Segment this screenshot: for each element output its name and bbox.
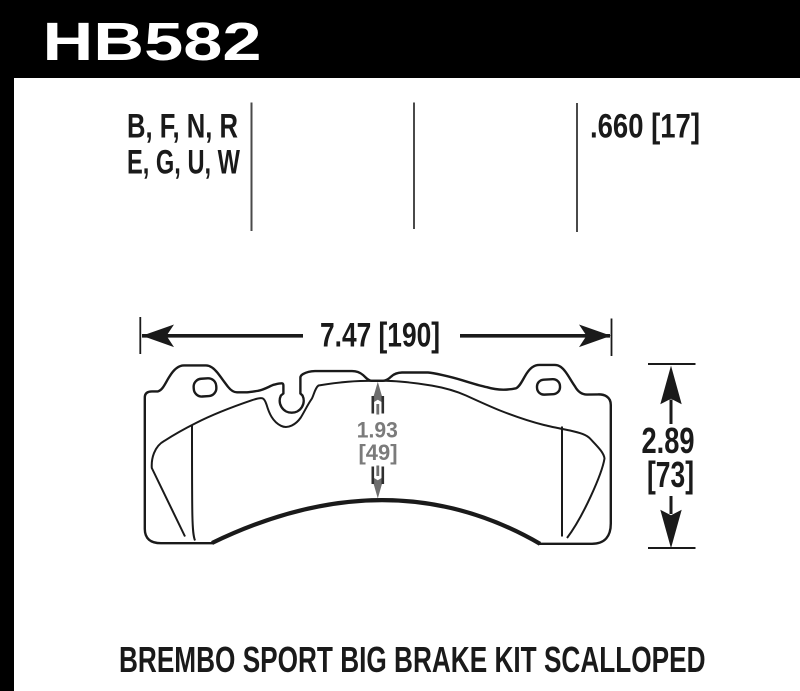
svg-text:2.89: 2.89 <box>642 420 695 461</box>
svg-text:7.47 [190]: 7.47 [190] <box>320 316 440 354</box>
svg-text:E, G, U, W: E, G, U, W <box>127 144 240 182</box>
svg-text:1.93: 1.93 <box>357 417 398 442</box>
svg-text:B, F, N, R: B, F, N, R <box>127 108 238 146</box>
svg-text:.660 [17]: .660 [17] <box>590 108 700 146</box>
svg-text:[49]: [49] <box>359 440 398 465</box>
svg-text:BREMBO SPORT BIG BRAKE KIT SCA: BREMBO SPORT BIG BRAKE KIT SCALLOPED <box>119 639 706 680</box>
svg-text:[73]: [73] <box>647 454 694 495</box>
svg-text:HB582: HB582 <box>43 12 262 72</box>
